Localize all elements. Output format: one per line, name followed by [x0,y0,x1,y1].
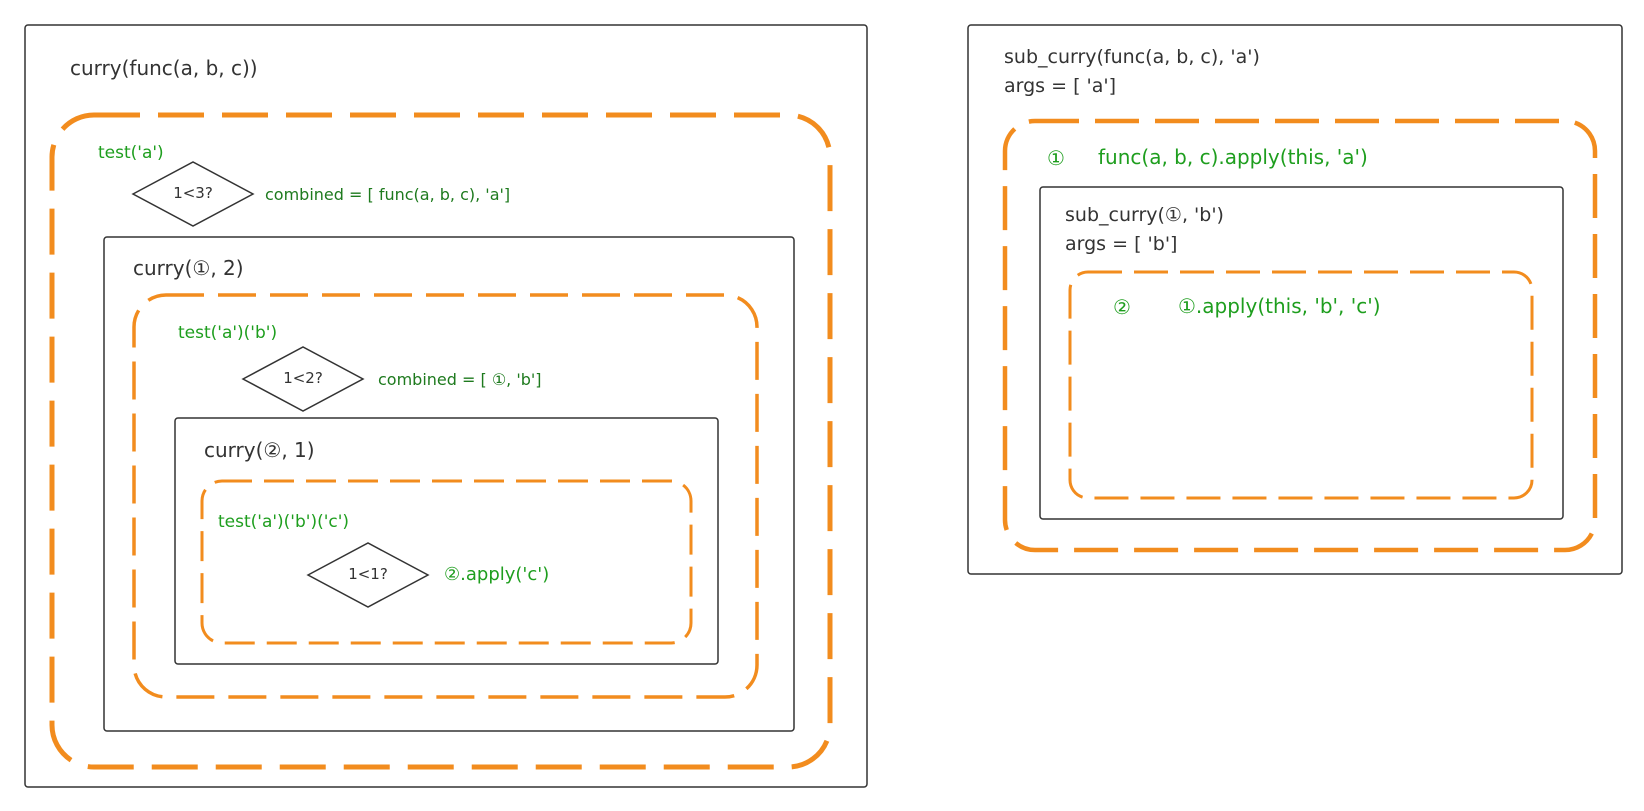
right-outer-title-line2: args = [ 'a'] [1004,75,1117,97]
right-inner-title-line2: args = [ 'b'] [1065,233,1178,255]
condition-label-3: 1<1? [348,565,388,583]
call-label-2: test('a')('b') [178,323,278,343]
combined-label-1: combined = [ func(a, b, c), 'a'] [265,185,511,204]
left-inner-box [103,236,795,732]
right-inner-box [1039,186,1564,520]
combined-label-2: combined = [ ①, 'b'] [378,370,542,389]
apply-label: ②.apply('c') [444,564,550,585]
left-inner2-title: curry(②, 1) [204,438,315,462]
left-dashed-scope-2 [132,293,759,699]
expression-1: func(a, b, c).apply(this, 'a') [1098,145,1368,169]
call-label-3: test('a')('b')('c') [218,512,350,532]
condition-label-2: 1<2? [283,369,323,387]
decision-diamond-3 [306,542,430,608]
left-outer-title: curry(func(a, b, c)) [70,56,258,80]
right-outer-title-line1: sub_curry(func(a, b, c), 'a') [1004,46,1260,68]
right-dashed-scope-1 [1002,118,1598,553]
left-outer-box [24,24,868,788]
right-inner-title-line1: sub_curry(①, 'b') [1065,204,1224,226]
left-dashed-scope-1 [49,112,833,770]
left-inner2-box [174,417,719,665]
left-inner-title: curry(①, 2) [133,256,244,280]
left-dashed-scope-3 [200,479,693,645]
expression-2: ①.apply(this, 'b', 'c') [1178,294,1381,318]
decision-diamond-2 [241,346,365,412]
marker-1: ① [1047,146,1065,170]
decision-diamond-1 [131,161,255,227]
right-dashed-scope-2 [1068,270,1534,500]
marker-2: ② [1113,295,1131,319]
right-outer-box [967,24,1623,575]
call-label-1: test('a') [98,143,164,163]
condition-label-1: 1<3? [173,184,213,202]
